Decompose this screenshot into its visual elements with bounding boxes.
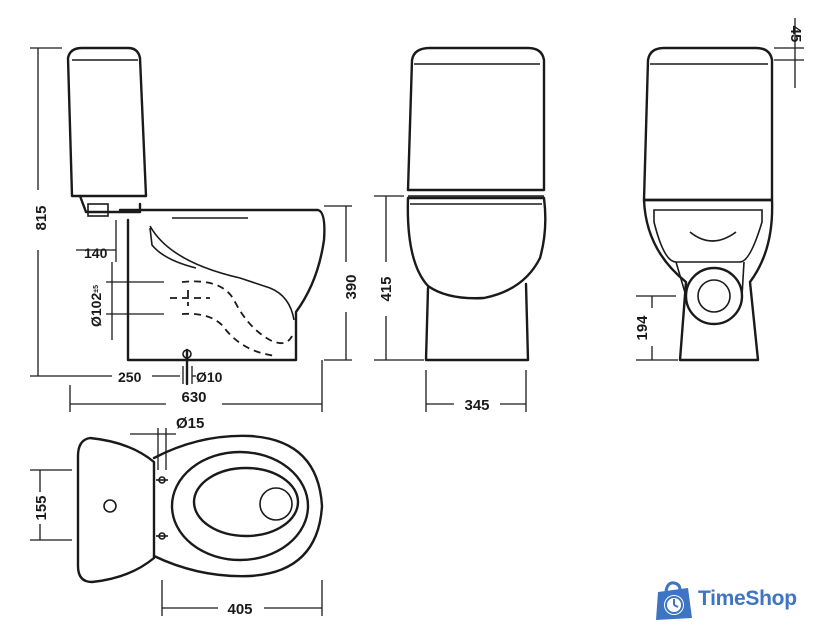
dim-outlet-diameter: Ø102±5: [88, 285, 104, 327]
front-view: [406, 46, 547, 362]
rear-bowl: [642, 198, 774, 362]
dim-seat-height: 415: [378, 276, 395, 301]
brand-name: TimeShop: [698, 587, 797, 610]
dim-overall-depth: 630: [181, 389, 206, 406]
dim-overall-height: 815: [33, 205, 50, 230]
front-bowl: [406, 196, 547, 300]
front-cistern: [406, 46, 546, 192]
rear-view: [642, 46, 774, 362]
side-view-dimensions: 815 140 Ø102±5 390 250 Ø10 630: [30, 47, 360, 412]
side-bowl: [118, 208, 326, 362]
plan-view: [76, 434, 324, 584]
dim-outlet-from-wall: 250: [118, 369, 142, 385]
rear-view-dimensions: 45 194: [634, 18, 804, 361]
plan-cistern: [76, 436, 156, 584]
side-view: [66, 46, 326, 386]
dim-outlet-center: 194: [634, 315, 651, 341]
timeshop-watermark: TimeShop: [650, 578, 820, 624]
plan-bowl: [152, 434, 324, 578]
side-trap-dashed: [181, 280, 293, 357]
rear-cistern: [642, 46, 774, 202]
front-view-dimensions: 415 345: [374, 195, 527, 414]
dim-seat-fixing: Ø15: [176, 415, 204, 432]
rear-outlet: [684, 266, 744, 326]
dim-pan-width: 345: [464, 397, 489, 414]
plan-view-dimensions: Ø15 155 405: [30, 415, 323, 618]
side-cistern: [66, 46, 148, 198]
shopping-bag-clock-icon: [656, 581, 692, 620]
dim-fixing-to-front: 405: [227, 601, 252, 618]
plan-seat: [170, 450, 310, 562]
dim-lid-thickness: 45: [787, 26, 804, 43]
dim-tank-fixing-spacing: 155: [33, 495, 50, 520]
dim-fixing-hole: Ø10: [196, 369, 223, 385]
dim-outlet-height: 390: [343, 274, 360, 299]
dim-cistern-offset: 140: [84, 245, 108, 261]
